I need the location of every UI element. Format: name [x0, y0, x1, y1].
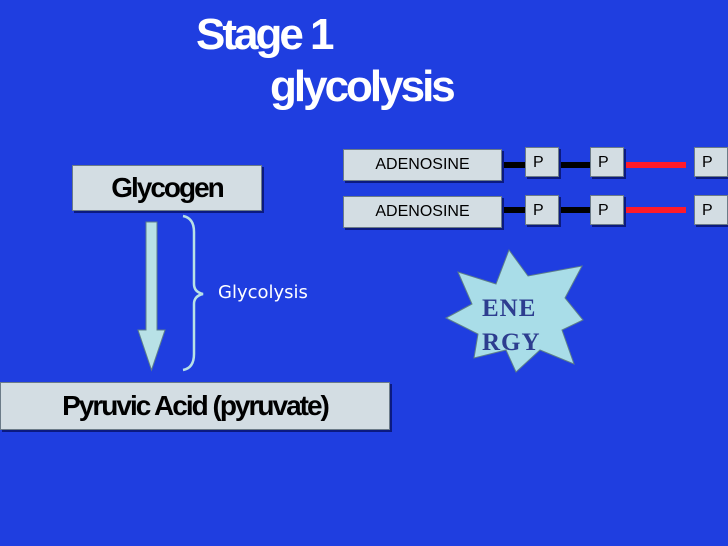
glycolysis-label: Glycolysis: [218, 282, 308, 303]
phosphate-box: P: [590, 195, 624, 225]
high-energy-bond: [626, 162, 686, 168]
energy-starburst-icon: [444, 248, 584, 373]
energy-label: ENE RGY: [482, 292, 562, 360]
glycogen-box: Glycogen: [72, 165, 262, 211]
phosphate-box: P: [590, 147, 624, 177]
adenosine-box: ADENOSINE: [343, 149, 502, 181]
adenosine-box: ADENOSINE: [343, 196, 502, 228]
slide-subtitle: glycolysis: [270, 62, 456, 111]
phosphate-bond: [561, 207, 590, 213]
energy-label-line2: RGY: [482, 329, 541, 356]
brace-icon: [182, 214, 204, 372]
high-energy-bond: [626, 207, 686, 213]
phosphate-bond: [500, 207, 525, 213]
phosphate-box: P: [525, 147, 559, 177]
phosphate-box: P: [694, 147, 728, 177]
down-arrow-icon: [137, 221, 166, 372]
phosphate-bond: [500, 162, 525, 168]
slide-title: Stage 1: [196, 10, 335, 59]
phosphate-box: P: [525, 195, 559, 225]
pyruvic-acid-box: Pyruvic Acid (pyruvate): [0, 382, 390, 430]
phosphate-box: P: [694, 195, 728, 225]
phosphate-bond: [561, 162, 590, 168]
energy-label-line1: ENE: [482, 295, 537, 322]
